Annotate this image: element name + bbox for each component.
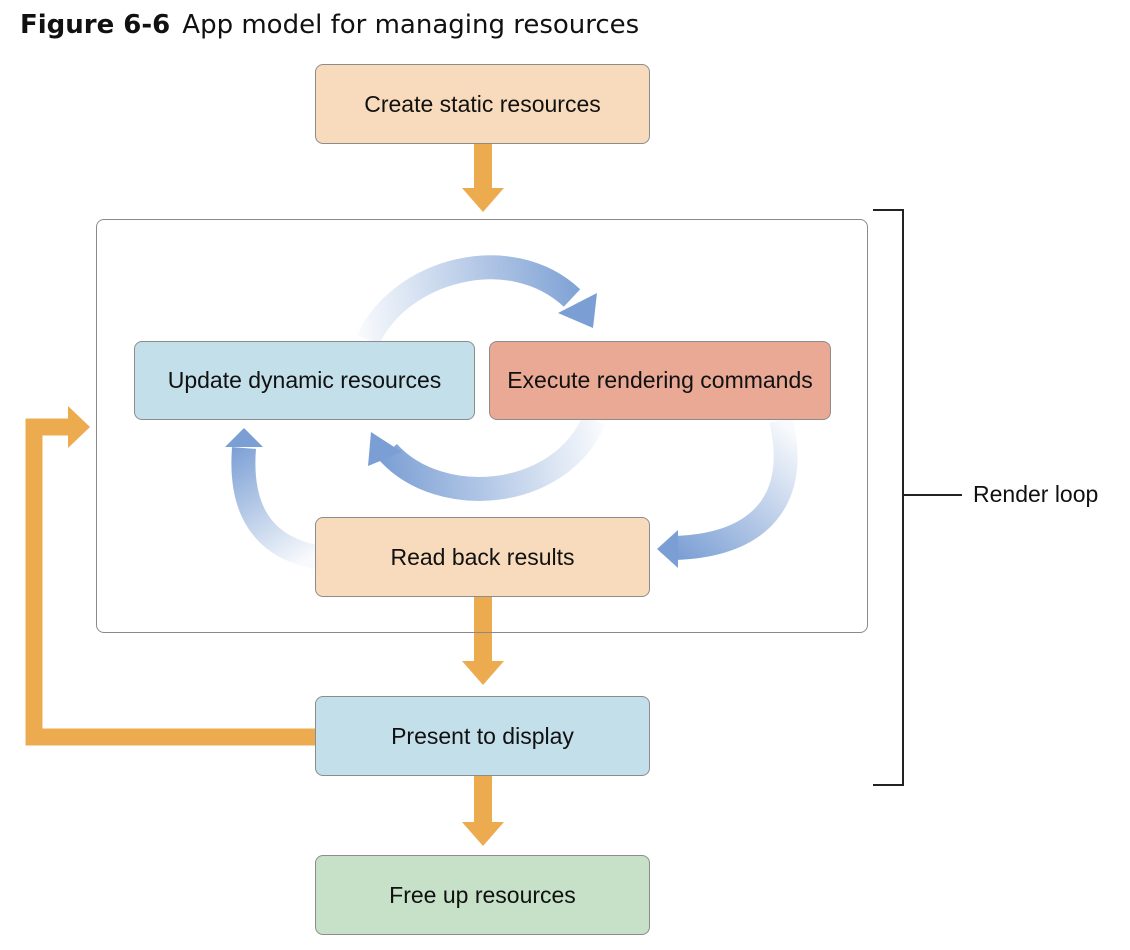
figure-caption: Figure 6-6 App model for managing resourc… xyxy=(20,10,639,40)
arrow-read-to-update xyxy=(225,428,319,569)
render-loop-label: Render loop xyxy=(973,481,1099,507)
read-back-results-node: Read back results xyxy=(315,517,650,597)
arrow-present-to-free xyxy=(462,776,504,846)
render-loop-bracket xyxy=(873,209,962,786)
create-static-resources-node: Create static resources xyxy=(315,64,650,144)
arrow-read-to-present xyxy=(462,597,504,685)
execute-rendering-commands-node: Execute rendering commands xyxy=(489,341,831,420)
figure-title: App model for managing resources xyxy=(182,10,640,40)
figure-number: Figure 6-6 xyxy=(20,10,171,40)
free-up-resources-node: Free up resources xyxy=(315,855,650,935)
arrow-update-to-execute xyxy=(357,255,597,346)
arrow-present-loopback xyxy=(25,406,315,746)
present-to-display-node: Present to display xyxy=(315,696,650,776)
update-dynamic-resources-node: Update dynamic resources xyxy=(134,341,475,420)
render-loop-frame xyxy=(96,219,868,633)
arrow-create-to-loop xyxy=(462,144,504,212)
arrow-execute-to-read xyxy=(657,417,798,568)
arrow-execute-to-update xyxy=(368,414,606,501)
